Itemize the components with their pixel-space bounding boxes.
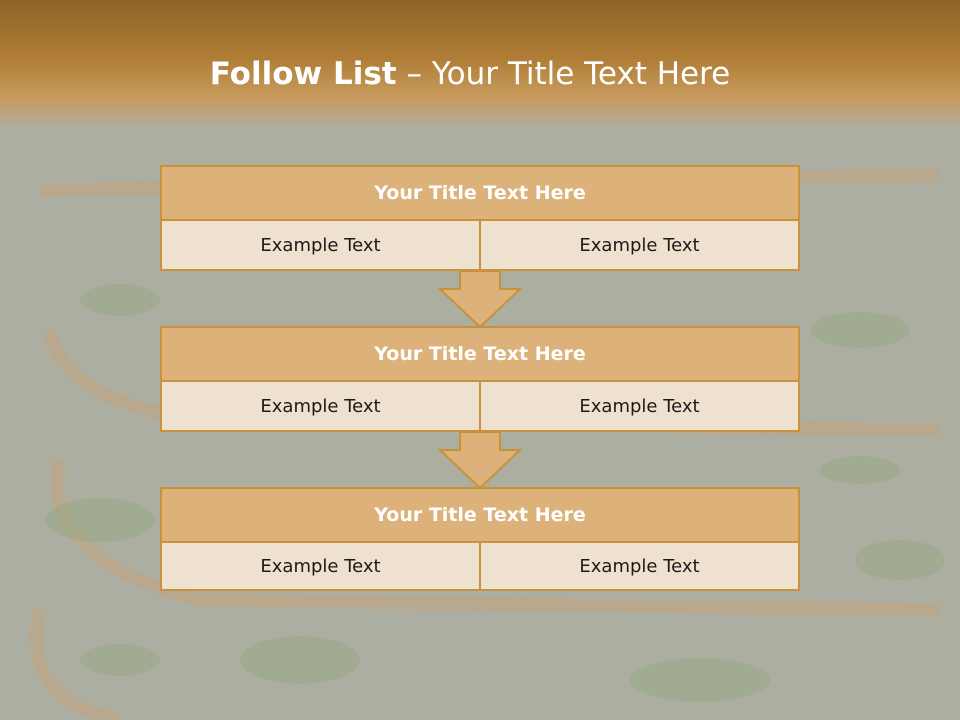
down-arrow-icon xyxy=(438,432,522,490)
step-cell-right: Example Text xyxy=(481,543,800,591)
step-box-3: Your Title Text Here Example Text Exampl… xyxy=(160,487,800,591)
slide-title: Follow List – Your Title Text Here xyxy=(0,56,940,92)
step-box-1: Your Title Text Here Example Text Exampl… xyxy=(160,165,800,271)
step-row: Example Text Example Text xyxy=(160,382,800,432)
step-cell-left: Example Text xyxy=(160,543,481,591)
step-heading: Your Title Text Here xyxy=(160,487,800,543)
step-cell-left: Example Text xyxy=(160,221,481,271)
step-cell-left: Example Text xyxy=(160,382,481,432)
step-row: Example Text Example Text xyxy=(160,543,800,591)
step-cell-right: Example Text xyxy=(481,221,800,271)
title-band xyxy=(0,0,960,130)
step-cell-right: Example Text xyxy=(481,382,800,432)
down-arrow-icon xyxy=(438,271,522,329)
step-box-2: Your Title Text Here Example Text Exampl… xyxy=(160,326,800,432)
step-heading: Your Title Text Here xyxy=(160,165,800,221)
step-heading: Your Title Text Here xyxy=(160,326,800,382)
step-row: Example Text Example Text xyxy=(160,221,800,271)
slide-title-rest: – Your Title Text Here xyxy=(396,56,731,92)
slide-title-bold: Follow List xyxy=(209,56,397,92)
